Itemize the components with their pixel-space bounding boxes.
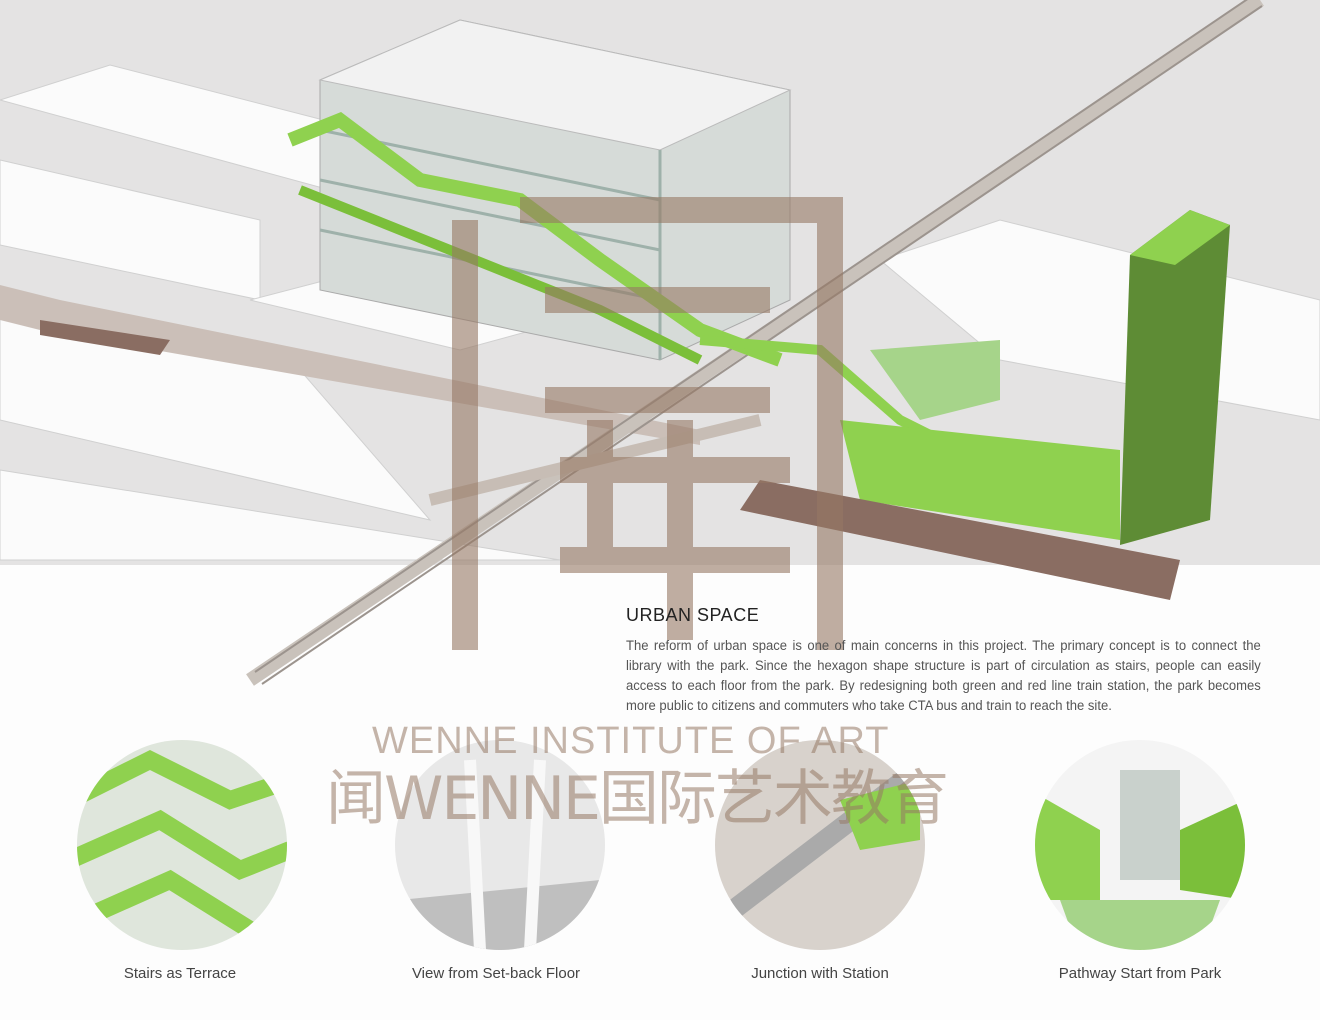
- caption-junction-station: Junction with Station: [751, 965, 889, 982]
- station-bridge: [699, 335, 1180, 600]
- watermark-text: WENNE INSTITUTE OF ART: [372, 720, 890, 762]
- library-building: [287, 19, 792, 367]
- caption-stairs-as-terrace: Stairs as Terrace: [123, 965, 237, 982]
- section-body: The reform of urban space is one of main…: [626, 638, 1261, 714]
- detail-views: [77, 740, 1245, 950]
- caption-set-back-floor: View from Set-back Floor: [411, 965, 581, 982]
- road: [0, 285, 700, 445]
- caption-pathway-park: Pathway Start from Park: [1058, 965, 1222, 982]
- watermark-text-cn: 闻WENNE国际艺术教育: [326, 764, 949, 834]
- section-title: URBAN SPACE: [626, 605, 760, 625]
- tower: [1120, 210, 1230, 545]
- watermark-logo: [452, 197, 843, 650]
